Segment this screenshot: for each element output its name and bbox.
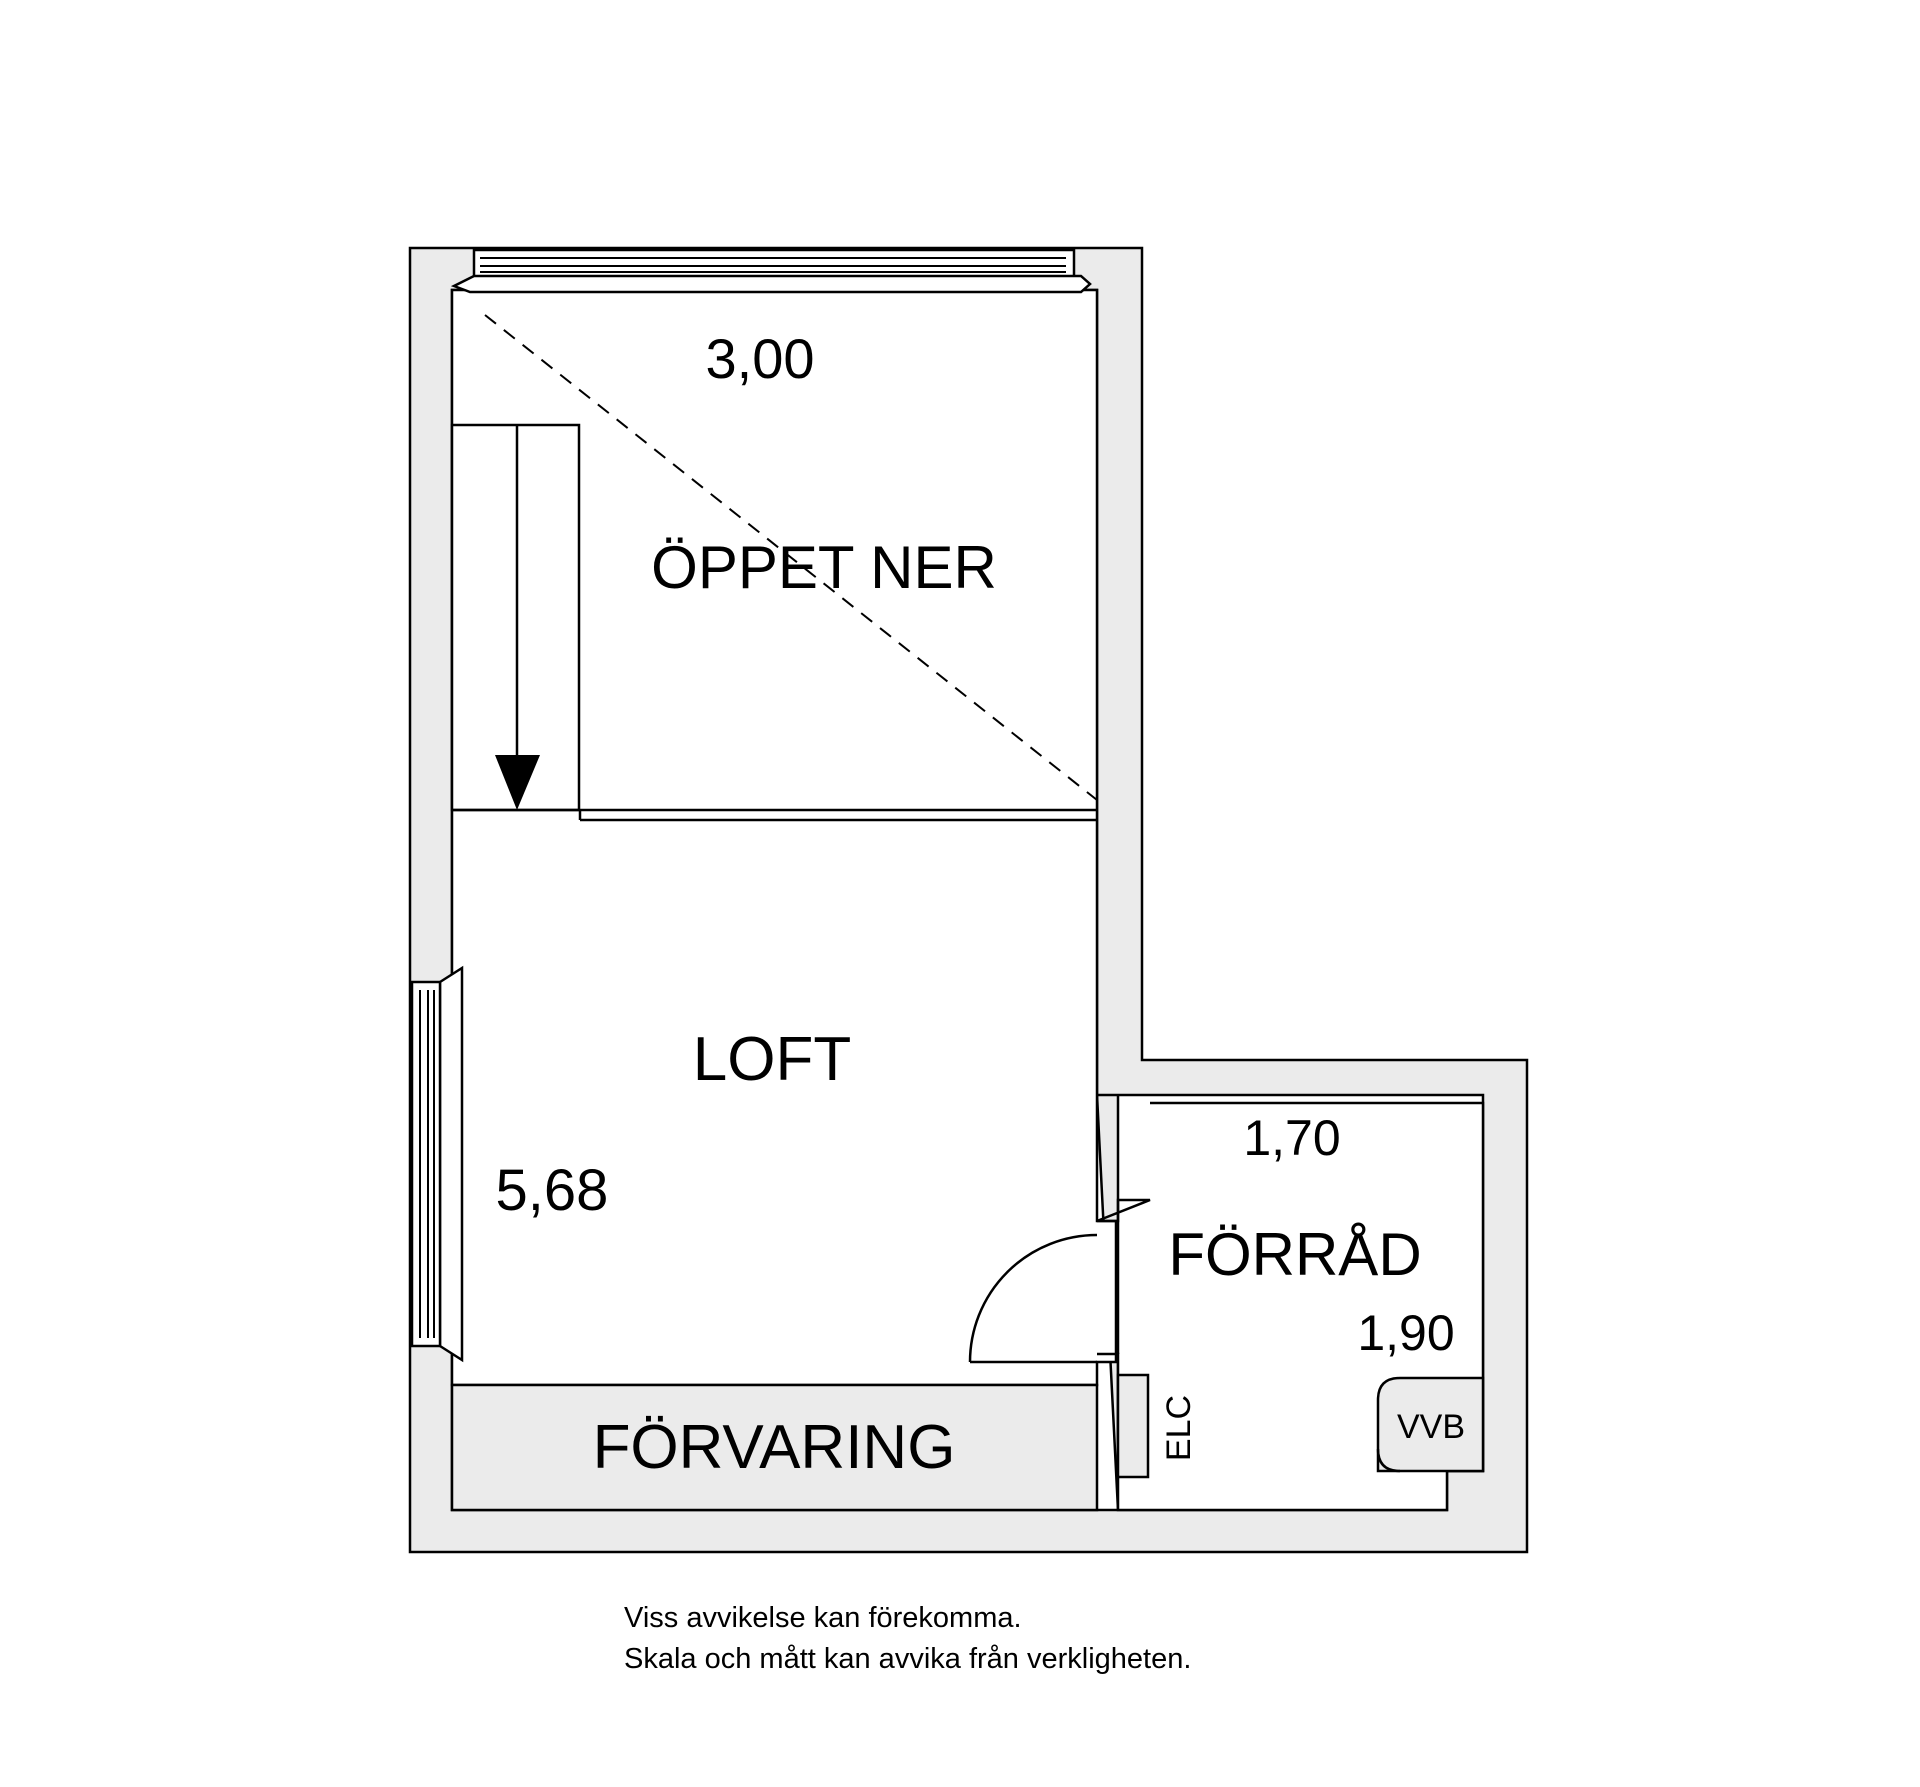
electrical-cabinet-label: ELC xyxy=(1160,1395,1198,1461)
storage-room-width: 1,70 xyxy=(1243,1110,1340,1166)
disclaimer-line-2: Skala och mått kan avvika från verklighe… xyxy=(624,1643,1192,1675)
closet-label: FÖRVARING xyxy=(593,1413,956,1482)
water-heater xyxy=(1376,1376,1485,1473)
open-below-dimension: 3,00 xyxy=(706,327,815,390)
loft-dimension: 5,68 xyxy=(496,1158,609,1223)
stair xyxy=(450,423,581,812)
open-below-diagonal xyxy=(484,314,1098,801)
storage-room-depth: 1,90 xyxy=(1357,1305,1454,1361)
disclaimer-line-1: Viss avvikelse kan förekomma. xyxy=(624,1602,1022,1634)
storage-room-label: FÖRRÅD xyxy=(1168,1221,1421,1288)
open-below-label: ÖPPET NER xyxy=(651,534,997,601)
storage-door xyxy=(968,1233,1098,1364)
opening-edge xyxy=(452,314,1098,822)
stair-arrow-icon xyxy=(495,755,540,810)
disclaimer: Viss avvikelse kan förekomma. Skala och … xyxy=(624,1598,1191,1680)
water-heater-label: VVB xyxy=(1397,1408,1465,1446)
loft-label: LOFT xyxy=(693,1025,851,1094)
top-window xyxy=(450,248,1092,294)
closet-area xyxy=(450,1383,1099,1512)
left-window xyxy=(410,965,464,1363)
electrical-cabinet xyxy=(1116,1373,1150,1479)
